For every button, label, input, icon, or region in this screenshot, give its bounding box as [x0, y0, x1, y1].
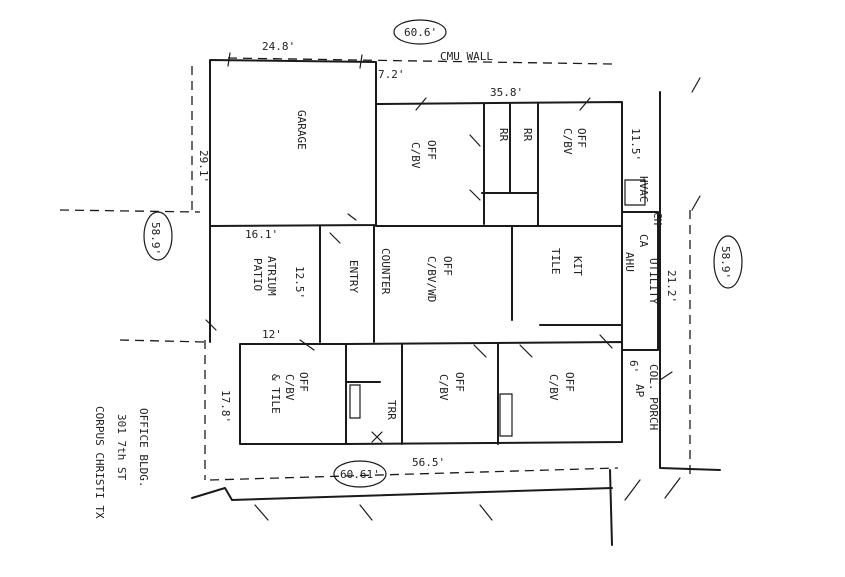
room-off-center: OFF: [441, 256, 454, 276]
dimension-ticks: [205, 97, 613, 358]
room-col-porch: COL. PORCH: [647, 364, 660, 430]
room-kit: KIT: [571, 256, 584, 276]
dim-left-depth: 29.1': [197, 150, 210, 183]
garage: [209, 52, 377, 227]
room-off-lower-mid-sub: C/BV: [437, 374, 450, 401]
upper-office-wing: [375, 83, 623, 227]
room-utility: UTILITY: [647, 258, 660, 305]
dim-lower-depth: 17.8': [219, 390, 232, 423]
room-off-lower-left-sub: C/BV: [283, 374, 296, 401]
room-counter: COUNTER: [379, 248, 392, 295]
site-boundary-lines: [59, 57, 691, 481]
svg-text:58.9': 58.9': [149, 222, 162, 255]
svg-text:60.6': 60.6': [404, 26, 437, 39]
dim-lower-width: 12': [262, 328, 282, 341]
dim-office-wing-width: 35.8': [490, 86, 523, 99]
room-patio: PATIO: [251, 258, 264, 291]
title-line-2: 301 7th ST: [115, 414, 128, 481]
room-off-upper: OFF: [425, 140, 438, 160]
room-off-lower-mid: OFF: [453, 372, 466, 392]
room-entry: ENTRY: [347, 260, 360, 293]
room-rr-2: RR: [521, 128, 534, 142]
dim-porch-depth: 6': [627, 360, 640, 373]
svg-text:60.61': 60.61': [340, 468, 380, 481]
room-rr-1: RR: [497, 128, 510, 142]
room-ca: CA: [637, 234, 650, 248]
left-setback-upper: [59, 209, 201, 213]
cmu-wall-line: [227, 57, 613, 65]
middle-band: [209, 179, 659, 351]
circled-dim-top: 60.6': [393, 19, 447, 45]
room-ahu: AHU: [623, 252, 636, 272]
room-garage: GARAGE: [295, 110, 308, 150]
room-off-center-sub: C/BV/WD: [425, 256, 438, 302]
room-kit-sub: TILE: [549, 248, 562, 275]
room-off-lower-left: OFF: [297, 372, 310, 392]
dim-bottom-partial: 56.5': [412, 456, 445, 469]
dim-patio-width: 16.1': [245, 228, 278, 241]
room-ch: CH: [651, 212, 664, 225]
room-atrium: ATRIUM: [265, 256, 278, 296]
lower-offices: [239, 341, 623, 445]
cmu-wall-label: CMU WALL: [440, 50, 493, 63]
street-edge-bottom: [609, 469, 613, 546]
dim-garage-width: 24.8': [262, 40, 295, 53]
left-setback-lower: [119, 339, 206, 343]
room-off-right-sub: C/BV: [561, 128, 574, 155]
room-off-lower-left-sub2: & TILE: [269, 374, 282, 414]
circled-dim-left: 58.9': [143, 211, 173, 261]
room-hvac: HVAC: [637, 176, 650, 203]
room-off-lower-right-sub: C/BV: [547, 374, 560, 401]
room-trr: TRR: [385, 400, 398, 420]
dim-patio-depth: 12.5': [293, 266, 306, 299]
room-col-porch-sub: AP: [633, 384, 646, 398]
dim-right-upper: 11.5': [629, 128, 642, 161]
bottom-boundary: [209, 467, 619, 481]
svg-text:58.9': 58.9': [719, 246, 732, 279]
circled-dim-bottom: 60.61': [333, 460, 387, 488]
room-off-upper-sub: C/BV: [409, 142, 422, 169]
room-off-lower-right: OFF: [563, 372, 576, 392]
street-edge-right: [659, 91, 721, 471]
sidewalk-edge: [191, 487, 613, 501]
title-line-1: OFFICE BLDG.: [137, 408, 150, 487]
dim-garage-offset: 7.2': [378, 68, 405, 81]
circled-dim-right: 58.9': [713, 235, 743, 289]
dim-utility-depth: 21.2': [665, 270, 678, 303]
room-off-right: OFF: [575, 128, 588, 148]
right-street-lines: [191, 77, 721, 546]
title-line-3: CORPUS CHRISTI TX: [93, 406, 106, 519]
